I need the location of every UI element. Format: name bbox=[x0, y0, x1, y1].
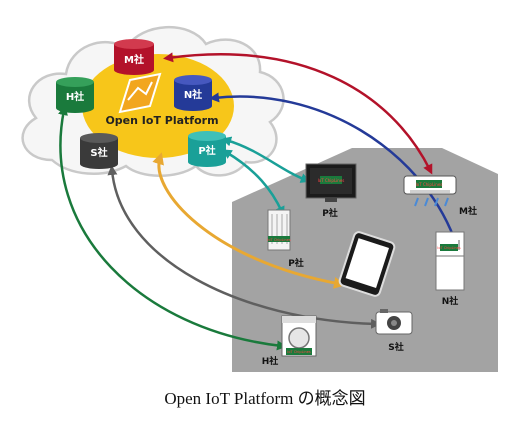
sensor-chip-label: IoT ChipLines bbox=[267, 238, 291, 242]
cylinder-h-label: H社 bbox=[66, 90, 84, 103]
cylinder-n-label: N社 bbox=[184, 88, 202, 101]
cylinder-n: N社 bbox=[174, 75, 212, 111]
arrow-h-company bbox=[58, 105, 287, 351]
cylinder-h: H社 bbox=[56, 77, 94, 113]
figure-caption: Open IoT Platform の概念図 bbox=[164, 389, 366, 408]
camera-icon bbox=[375, 309, 413, 335]
cylinder-m: M社 bbox=[114, 39, 154, 75]
refrigerator-icon: IoT ChipLines bbox=[435, 231, 465, 291]
tv-chip-label: IoT ChipLines bbox=[318, 178, 345, 183]
camera-company-label: S社 bbox=[388, 341, 403, 353]
tv-company-label: P社 bbox=[322, 207, 338, 219]
air-conditioner-icon: IoT ChipLines bbox=[403, 175, 457, 207]
ac-company-label: M社 bbox=[459, 205, 477, 217]
platform-label: Open IoT Platform bbox=[105, 114, 218, 127]
ac-chip-label: IoT ChipLines bbox=[416, 182, 443, 187]
washer-chip-label: IoT ChipLines bbox=[287, 350, 311, 354]
cylinder-p: P社 bbox=[188, 131, 226, 167]
cylinder-m-label: M社 bbox=[124, 53, 144, 66]
fridge-company-label: N社 bbox=[442, 295, 459, 307]
arrow-n-company bbox=[209, 92, 457, 243]
washing-machine-icon: IoT ChipLines bbox=[281, 315, 317, 357]
tablet-icon bbox=[338, 231, 396, 297]
cylinder-s-label: S社 bbox=[90, 146, 107, 159]
tv-icon: IoT ChipLines bbox=[305, 163, 357, 202]
sensor-panel-icon: IoT ChipLines bbox=[267, 209, 291, 251]
fridge-chip-label: IoT ChipLines bbox=[437, 246, 461, 250]
cylinder-s: S社 bbox=[80, 133, 118, 169]
sensor-company-label: P社 bbox=[288, 257, 304, 269]
washer-company-label: H社 bbox=[262, 355, 279, 367]
cylinder-p-label: P社 bbox=[198, 144, 215, 157]
